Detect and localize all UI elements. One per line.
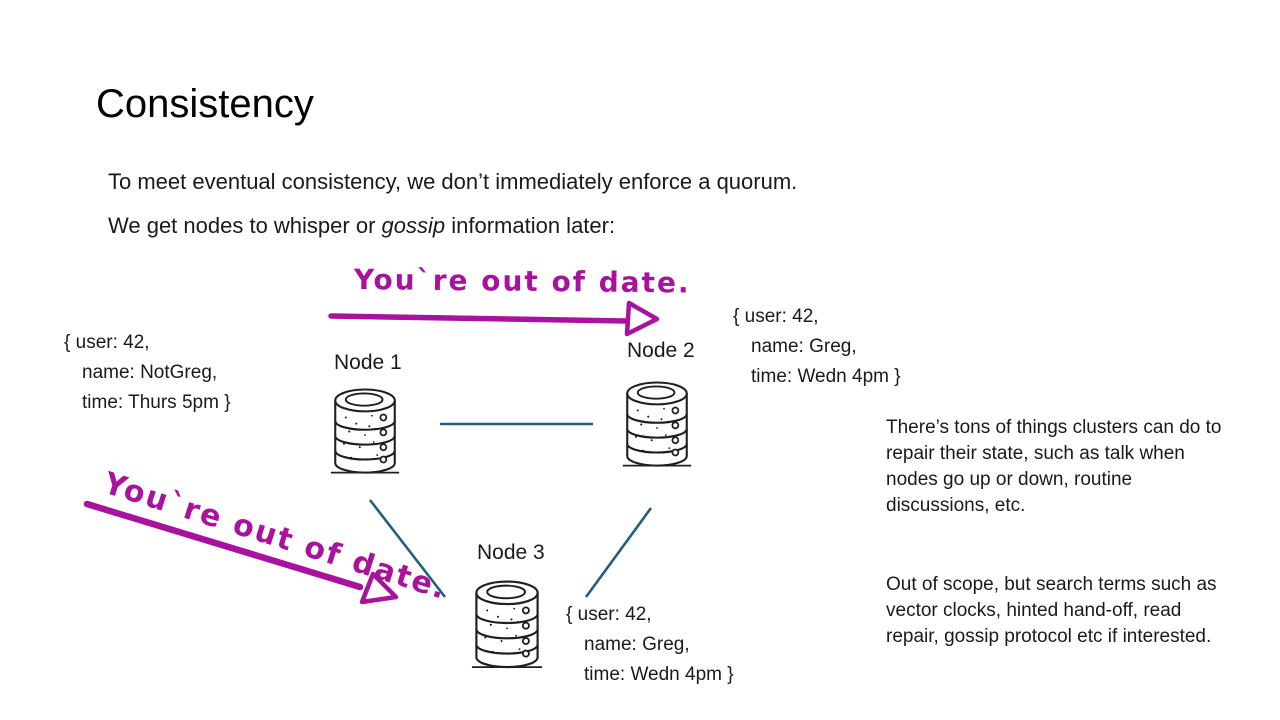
intro-line-2: We get nodes to whisper or gossip inform… bbox=[108, 213, 615, 239]
side-note-repair-state: There’s tons of things clusters can do t… bbox=[886, 417, 1222, 516]
connector-node2-node3 bbox=[584, 507, 653, 598]
node1-record-line3: time: Thurs 5pm } bbox=[82, 392, 231, 413]
side-note-search-terms: Out of scope, but search terms such as v… bbox=[886, 574, 1217, 647]
node3-record-line3: time: Wedn 4pm } bbox=[584, 664, 734, 685]
node3-record-line2: name: Greg, bbox=[584, 634, 690, 655]
connector-node1-node3 bbox=[368, 499, 447, 598]
node2-record: { user: 42, name: Greg, time: Wedn 4pm } bbox=[733, 302, 901, 392]
intro-line-2-pre: We get nodes to whisper or bbox=[108, 213, 382, 238]
cluster-connectors bbox=[368, 422, 653, 598]
intro-line-2-gossip-word: gossip bbox=[381, 213, 446, 238]
intro-line-2-post: information later: bbox=[445, 213, 616, 238]
node1-record: { user: 42, name: NotGreg, time: Thurs 5… bbox=[64, 328, 231, 418]
intro-line-1: To meet eventual consistency, we don’t i… bbox=[108, 169, 798, 194]
node2-record-line1: { user: 42, bbox=[733, 306, 819, 327]
gossip-arrow-top bbox=[328, 300, 660, 337]
node3-label: Node 3 bbox=[477, 541, 545, 564]
node2-record-line2: name: Greg, bbox=[751, 336, 857, 357]
node2-record-line3: time: Wedn 4pm } bbox=[751, 366, 901, 387]
node1-record-line2: name: NotGreg, bbox=[82, 362, 218, 383]
node1-record-line1: { user: 42, bbox=[64, 332, 150, 353]
node2-label: Node 2 bbox=[627, 339, 695, 362]
node3-record-line1: { user: 42, bbox=[566, 604, 652, 625]
ink-annotation-top: You`re out of date. bbox=[353, 263, 691, 300]
database-icon-node3 bbox=[470, 580, 544, 669]
node1-label: Node 1 bbox=[334, 351, 402, 374]
node3-record: { user: 42, name: Greg, time: Wedn 4pm } bbox=[566, 600, 734, 690]
database-icon-node2 bbox=[621, 381, 693, 467]
database-icon-node1 bbox=[329, 388, 401, 474]
slide-title: Consistency bbox=[96, 82, 314, 126]
gossip-arrow-bottom bbox=[83, 500, 399, 605]
